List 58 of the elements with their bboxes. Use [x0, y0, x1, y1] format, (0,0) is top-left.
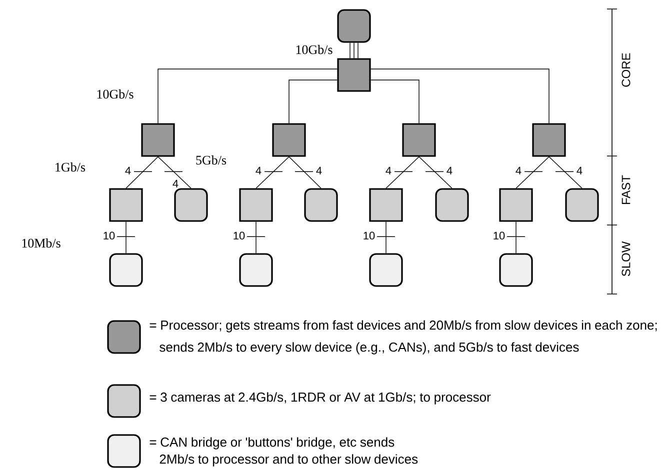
zone-label: SLOW	[622, 241, 630, 276]
bus-link	[516, 156, 550, 189]
rounded-box	[109, 253, 143, 287]
bus-link	[418, 156, 452, 189]
rate-label: 1Gb/s	[56, 162, 86, 172]
rounded-box	[304, 188, 338, 222]
square-box	[141, 123, 175, 157]
link-line	[288, 80, 338, 124]
link-line	[370, 80, 420, 124]
link-line	[370, 68, 550, 124]
square-box	[109, 188, 143, 222]
triple-link	[350, 42, 358, 59]
edge-label: 4	[254, 166, 263, 176]
square-box	[337, 58, 371, 92]
legend-text: = 3 cameras at 2.4Gb/s, 1RDR or AV at 1Gb/s; to processor	[150, 392, 491, 404]
rounded-box	[499, 253, 533, 287]
legend-text: = CAN bridge or 'buttons' bridge, etc sends 2Mb/s to processor and to other slow devices	[150, 437, 418, 466]
edge-label: 10	[362, 230, 376, 240]
bus-link	[116, 221, 136, 254]
bus-link	[506, 221, 526, 254]
rounded-box	[174, 188, 208, 222]
edge-label: 10	[492, 230, 506, 240]
rounded-box	[435, 188, 469, 222]
bus-link	[126, 156, 158, 189]
square-box	[499, 188, 533, 222]
bus-link	[376, 221, 396, 254]
edge-label: 4	[124, 166, 132, 176]
rounded-box	[239, 253, 273, 287]
square-box	[532, 123, 566, 157]
rounded-box	[369, 253, 403, 287]
rate-label: 5Gb/s	[196, 155, 226, 165]
rate-label: 10Mb/s	[22, 238, 60, 248]
edge-label: 4	[314, 166, 324, 176]
bus-link	[386, 156, 420, 189]
bus-link	[246, 221, 266, 254]
rounded-box	[337, 9, 371, 43]
edge-label: 4	[514, 166, 523, 176]
square-box	[239, 188, 273, 222]
edge-label: 4	[384, 166, 393, 176]
bus-link	[158, 156, 192, 189]
legend-text: = Processor; gets streams from fast devices and 20Mb/s from slow devices in each zone; sends 2Mb/s to every slow device (e.g., CANs), and 5Gb/s to fast devices	[150, 320, 657, 354]
square-box	[369, 188, 403, 222]
rounded-box	[565, 188, 599, 222]
edge-label: 10Gb/s	[95, 88, 135, 100]
bus-link	[288, 156, 322, 189]
edge-label: 10	[232, 230, 246, 240]
bus-link	[256, 156, 290, 189]
zone-label: CORE	[622, 53, 630, 87]
edge-label: 10	[102, 230, 116, 240]
link-line	[158, 68, 338, 124]
edge-label: 4	[445, 166, 454, 176]
zone-label: FAST	[622, 175, 630, 204]
square-box	[402, 123, 436, 157]
edge-label: 4	[171, 178, 180, 188]
bus-link	[548, 156, 582, 189]
edge-label: 10Gb/s	[294, 44, 334, 56]
square-box	[272, 123, 306, 157]
edge-label: 4	[575, 166, 584, 176]
